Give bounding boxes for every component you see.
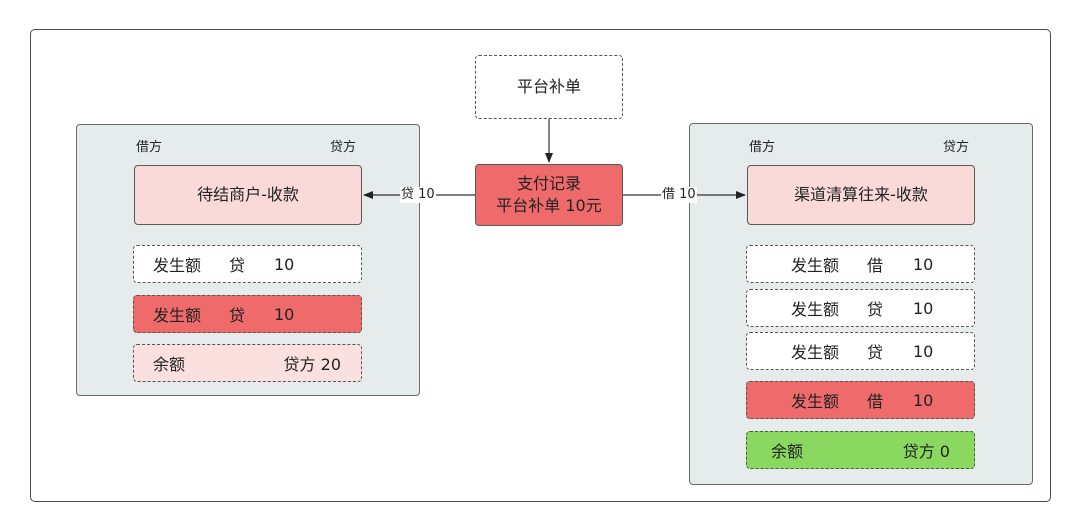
right-debit-label: 借方 xyxy=(749,140,776,155)
entry-side: 贷 xyxy=(229,306,246,325)
entry-amount: 10 xyxy=(274,304,295,324)
balance-label: 余额 xyxy=(153,355,186,374)
entry-side: 贷 xyxy=(867,300,884,319)
balance-label: 余额 xyxy=(771,442,804,461)
entry-side: 贷 xyxy=(867,343,884,362)
edge-label-debit-10: 借 10 xyxy=(661,187,697,203)
right-account-title-text: 渠道清算往来-收款 xyxy=(794,185,928,204)
right-account-title: 渠道清算往来-收款 xyxy=(747,165,975,225)
left-entry-row-2: 发生额 贷 10 xyxy=(133,295,362,333)
entry-label: 发生额 xyxy=(791,392,840,411)
entry-amount: 10 xyxy=(913,341,934,361)
right-entry-row-3: 发生额 贷 10 xyxy=(746,332,975,370)
left-balance-row: 余额 贷方 20 xyxy=(133,344,362,382)
right-entry-row-1: 发生额 借 10 xyxy=(746,245,975,283)
entry-side: 借 xyxy=(867,392,884,411)
right-balance-row: 余额 贷方 0 xyxy=(746,431,975,469)
entry-label: 发生额 xyxy=(791,343,840,362)
right-entry-row-4: 发生额 借 10 xyxy=(746,381,975,419)
entry-side: 贷 xyxy=(229,256,246,275)
payment-record-box: 支付记录 平台补单 10元 xyxy=(475,164,623,226)
entry-side: 借 xyxy=(867,256,884,275)
entry-label: 发生额 xyxy=(791,300,840,319)
balance-value: 贷方 0 xyxy=(902,442,950,461)
payment-record-line1: 支付记录 xyxy=(516,174,581,193)
entry-amount: 10 xyxy=(913,254,934,274)
entry-amount: 10 xyxy=(913,390,934,410)
entry-label: 发生额 xyxy=(791,256,840,275)
left-debit-label: 借方 xyxy=(136,140,163,155)
platform-supplement-text: 平台补单 xyxy=(516,77,581,96)
left-account-title: 待结商户-收款 xyxy=(134,165,362,225)
entry-amount: 10 xyxy=(913,298,934,318)
right-entry-row-2: 发生额 贷 10 xyxy=(746,289,975,327)
left-account-title-text: 待结商户-收款 xyxy=(197,185,299,204)
entry-amount: 10 xyxy=(274,254,295,274)
left-entry-row-1: 发生额 贷 10 xyxy=(133,245,362,283)
balance-value: 贷方 20 xyxy=(283,355,341,374)
entry-label: 发生额 xyxy=(153,256,202,275)
edge-label-credit-10: 贷 10 xyxy=(400,187,436,203)
right-credit-label: 贷方 xyxy=(943,140,970,155)
platform-supplement-box: 平台补单 xyxy=(475,55,623,119)
payment-record-line2: 平台补单 10元 xyxy=(496,196,602,215)
entry-label: 发生额 xyxy=(153,306,202,325)
left-credit-label: 贷方 xyxy=(330,140,357,155)
